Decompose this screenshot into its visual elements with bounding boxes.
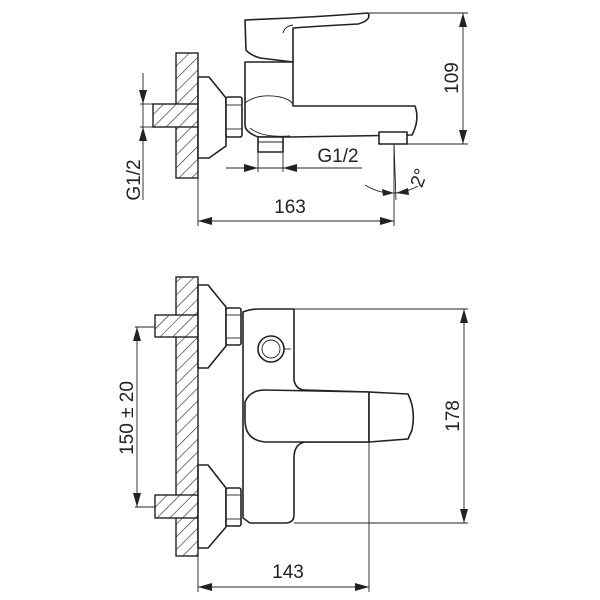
lever-tip — [368, 391, 415, 443]
front-view: 178 150 ± 20 143 — [117, 276, 468, 592]
lower-hex-nut — [225, 487, 242, 527]
height-dimension-178: 178 — [443, 400, 464, 432]
angle-dimension: 2° — [407, 166, 433, 190]
lower-inlet-pipe — [154, 494, 199, 519]
upper-flange — [197, 284, 227, 369]
centers-dimension: 150 ± 20 — [117, 381, 138, 455]
side-view: 109 G1/2 G1/2 163 2° — [124, 12, 468, 226]
projection-dimension-143: 143 — [272, 562, 304, 583]
wall-section — [175, 276, 199, 557]
upper-inlet-pipe — [154, 314, 199, 338]
projection-dimension-163: 163 — [274, 197, 306, 218]
wall-flange — [197, 76, 227, 159]
lower-flange — [197, 464, 227, 549]
inlet-pipe — [152, 103, 199, 128]
outlet-thread-dimension: G1/2 — [317, 146, 358, 167]
lever-handle — [244, 12, 370, 63]
lever-handle — [244, 389, 370, 443]
upper-hex-nut — [225, 307, 242, 346]
aerator — [378, 131, 408, 145]
outlet-connector — [257, 136, 284, 153]
hex-nut — [225, 96, 243, 138]
mixer-body — [244, 61, 418, 138]
height-dimension-109: 109 — [442, 62, 463, 94]
inlet-thread-dimension: G1/2 — [124, 159, 145, 200]
